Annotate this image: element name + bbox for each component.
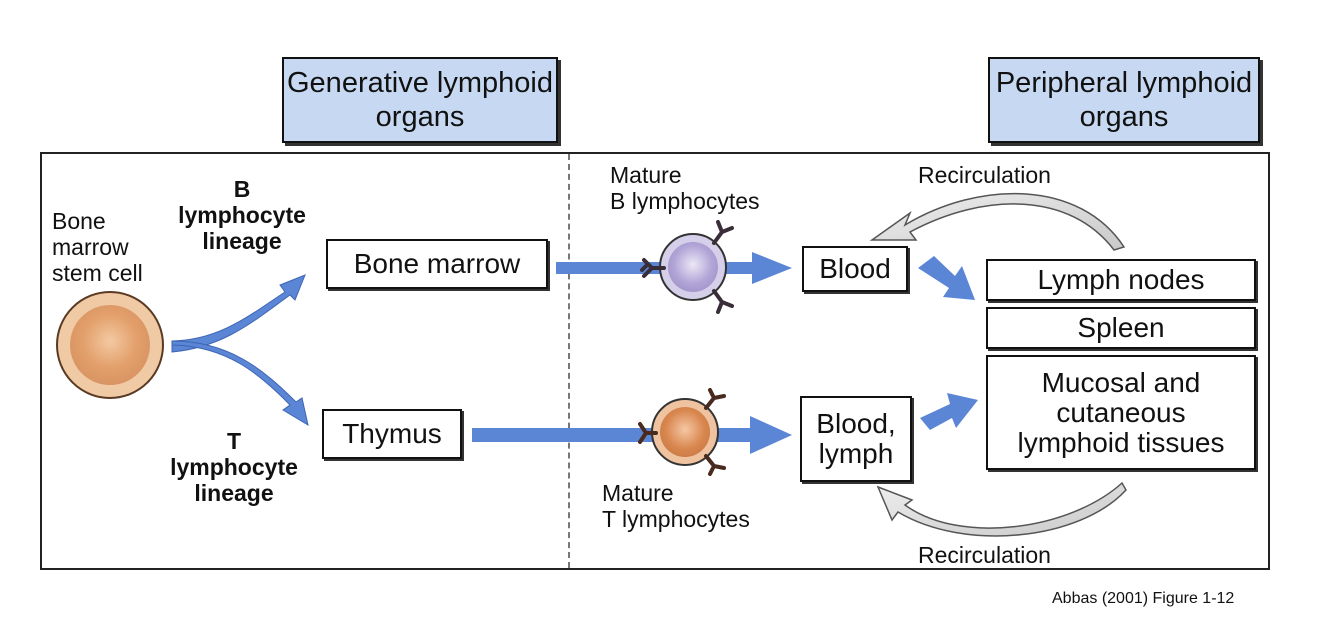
bone-marrow-stem-cell-icon: [56, 291, 164, 399]
lymph-nodes-text: Lymph nodes: [1037, 264, 1205, 295]
stem-cell-label-line: marrow: [52, 234, 129, 260]
figure-caption: Abbas (2001) Figure 1-12: [1052, 590, 1235, 607]
mature-t-lymphocytes-label: Mature T lymphocytes: [602, 480, 750, 532]
mature-t-line: T lymphocytes: [602, 506, 750, 532]
b-lineage-line: lymphocyte: [178, 202, 306, 228]
blood-lymph-line: lymph: [818, 438, 894, 469]
recirculation-top-label: Recirculation: [918, 162, 1051, 188]
lineage-branch-arrows: [171, 274, 309, 427]
blood-lymph-to-mucosal-arrow: [920, 393, 978, 430]
mature-b-line: B lymphocytes: [610, 188, 760, 214]
header-generative-text: Generative lymphoid organs: [287, 67, 553, 133]
b-lineage-line: B: [233, 176, 251, 202]
recirculation-bottom-arrow: [876, 481, 1127, 537]
b-lymphocyte-lineage-label: B lymphocyte lineage: [158, 176, 326, 254]
t-lineage-line: lineage: [194, 480, 274, 506]
mature-t-lymphocyte-icon: [638, 388, 726, 476]
thymus-box: Thymus: [322, 409, 462, 459]
lymph-nodes-box: Lymph nodes: [986, 259, 1256, 301]
blood-box: Blood: [802, 246, 908, 292]
mature-t-line: Mature: [602, 480, 674, 506]
diagram-frame: [40, 152, 1270, 570]
t-lineage-line: T: [226, 428, 242, 454]
blood-lymph-line: Blood,: [816, 408, 896, 439]
mucosal-line: Mucosal and: [1041, 366, 1201, 398]
spleen-box: Spleen: [986, 307, 1256, 349]
blood-to-lymph-nodes-arrow: [918, 256, 975, 300]
stem-cell-label-line: stem cell: [52, 260, 143, 286]
recirculation-bottom-label: Recirculation: [918, 542, 1051, 568]
header-peripheral-text: Peripheral lymphoid organs: [995, 67, 1253, 133]
blood-lymph-box: Blood, lymph: [800, 396, 912, 482]
recirculation-top-arrow: [869, 192, 1126, 251]
t-lineage-line: lymphocyte: [170, 454, 298, 480]
stem-cell-label: Bone marrow stem cell: [52, 208, 143, 286]
mature-b-line: Mature: [610, 162, 682, 188]
generative-peripheral-divider: [568, 154, 570, 568]
mucosal-line: cutaneous: [1056, 396, 1186, 428]
t-cell-migration-arrow: [472, 416, 792, 454]
header-peripheral-lymphoid-organs: Peripheral lymphoid organs: [988, 57, 1260, 143]
spleen-text: Spleen: [1077, 312, 1165, 343]
mucosal-line: lymphoid tissues: [1017, 426, 1225, 458]
header-generative-lymphoid-organs: Generative lymphoid organs: [282, 57, 558, 143]
b-lineage-line: lineage: [202, 228, 282, 254]
t-lymphocyte-lineage-label: T lymphocyte lineage: [150, 428, 318, 506]
thymus-text: Thymus: [342, 418, 442, 449]
bone-marrow-text: Bone marrow: [353, 248, 521, 279]
bone-marrow-box: Bone marrow: [326, 239, 548, 289]
blood-text: Blood: [819, 253, 891, 284]
mature-b-lymphocytes-label: Mature B lymphocytes: [610, 162, 760, 214]
stem-cell-label-line: Bone: [52, 208, 106, 234]
mature-b-lymphocyte-icon: [640, 220, 734, 314]
mucosal-cutaneous-box: Mucosal and cutaneous lymphoid tissues: [986, 355, 1256, 470]
